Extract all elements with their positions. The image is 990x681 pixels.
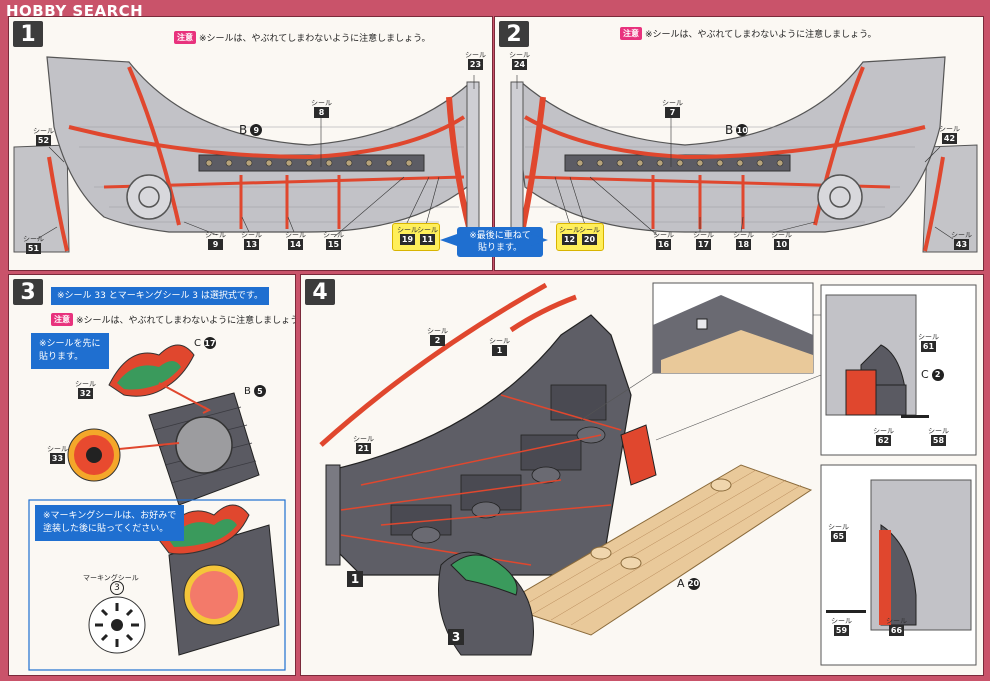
caution-text: ※シールは、やぶれてしまわないように注意しましょう。 xyxy=(645,30,877,40)
caution-badge: 注意 xyxy=(620,27,642,40)
ref-badge-1: 1 xyxy=(347,571,363,587)
caution-note-2: 注意 ※シールは、やぶれてしまわないように注意しましょう。 xyxy=(620,27,877,40)
hull-assembly-illustration xyxy=(319,282,977,666)
marking-number: 3 xyxy=(110,581,124,595)
panel-step-1: 1 注意 ※シールは、やぶれてしまわないように注意しましょう。 xyxy=(8,16,493,271)
caution-note-3: 注意 ※シールは、やぶれてしまわないように注意しましょう。 xyxy=(51,313,296,326)
caution-text: ※シールは、やぶれてしまわないように注意しましょう。 xyxy=(199,34,431,44)
overlap-last-note: ※最後に重ねて 貼ります。 xyxy=(457,227,543,257)
caution-text: ※シールは、やぶれてしまわないように注意しましょう。 xyxy=(76,316,296,326)
panel-step-2: 2 注意 ※シールは、やぶれてしまわないように注意しましょう。 xyxy=(494,16,984,271)
step-number-1: 1 xyxy=(13,21,43,47)
hull-right-illustration xyxy=(510,56,978,253)
caution-badge: 注意 xyxy=(174,31,196,44)
step-number-3: 3 xyxy=(13,279,43,305)
select-note: ※シール 33 とマーキングシール 3 は選択式です。 xyxy=(51,287,269,305)
watermark: HOBBY SEARCH xyxy=(6,2,144,20)
marking-note: ※マーキングシールは、お好みで 塗装した後に貼ってください。 xyxy=(35,505,185,541)
panel-step-4: 4 xyxy=(300,274,984,676)
step-number-2: 2 xyxy=(499,21,529,47)
ref-badge-3: 3 xyxy=(448,629,464,645)
caution-badge: 注意 xyxy=(51,313,73,326)
step-number-4: 4 xyxy=(305,279,335,305)
emblem-illustration xyxy=(28,344,286,671)
panel-step-3: 3 ※シール 33 とマーキングシール 3 は選択式です。 注意 ※シールは、や… xyxy=(8,274,296,676)
caution-note-1: 注意 ※シールは、やぶれてしまわないように注意しましょう。 xyxy=(174,31,431,44)
first-sticker-note: ※シールを先に 貼ります。 xyxy=(31,333,109,369)
marking-sticker-label: マーキングシール xyxy=(83,574,139,582)
hull-left-illustration xyxy=(13,56,480,253)
